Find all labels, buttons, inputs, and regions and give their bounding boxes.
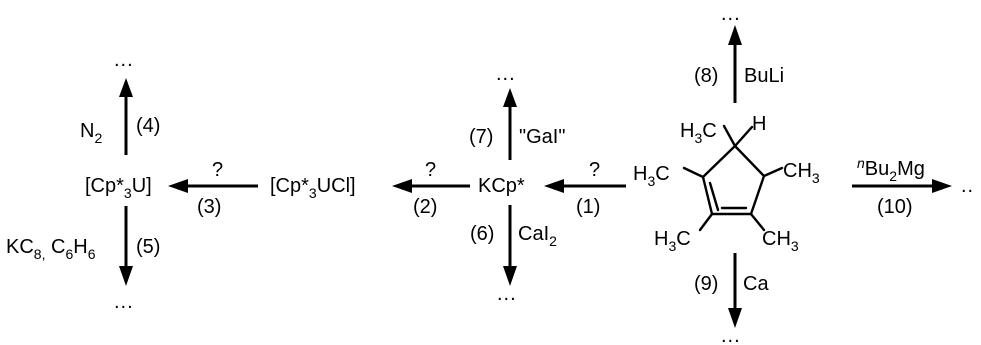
arrow-7 (503, 88, 517, 160)
ellipsis-bu2mg: .. (961, 175, 974, 197)
reagent-r8: BuLi (744, 65, 784, 87)
reagent-r5: KC8, C6H6 (6, 236, 96, 262)
arrow-8 (728, 25, 742, 103)
reagent-r3: ? (212, 159, 223, 181)
reagent-r6: CaI2 (518, 223, 557, 249)
label-r2: (2) (413, 196, 437, 218)
compound-cp3u: [Cp*3U] (85, 175, 152, 201)
label-r9: (9) (694, 273, 718, 295)
cpstar-right-methyl: CH3 (783, 160, 820, 186)
ellipsis-u-bottom: ... (114, 291, 134, 313)
arrow-3 (168, 179, 258, 193)
ellipsis-u-top: ... (114, 49, 134, 71)
reagent-r10: nBu2Mg (857, 155, 925, 184)
arrow-4 (119, 78, 133, 155)
cpstar-h-structure (682, 124, 784, 232)
cpstar-bottom-left-methyl: H3C (654, 228, 691, 254)
arrow-1 (544, 179, 626, 193)
cpstar-top-hydrogen: H (752, 113, 766, 135)
ellipsis-ca-bottom: ... (721, 325, 741, 345)
label-r5: (5) (136, 236, 160, 258)
label-r8: (8) (694, 65, 718, 87)
arrow-9 (728, 253, 742, 328)
label-r10: (10) (877, 196, 913, 218)
reagent-r4: N2 (80, 120, 102, 146)
arrow-6 (503, 205, 517, 286)
ellipsis-buli-top: ... (721, 3, 741, 25)
cpstar-left-methyl: H3C (633, 163, 670, 189)
compound-cp3ucl: [Cp*3UCl] (270, 175, 356, 201)
compound-kcp: KCp* (478, 175, 525, 197)
reagent-r2: ? (425, 159, 436, 181)
cpstar-top-left-methyl: H3C (680, 120, 717, 146)
reagent-r1: ? (589, 159, 600, 181)
label-r4: (4) (136, 115, 160, 137)
arrow-10 (852, 179, 952, 193)
label-r3: (3) (197, 196, 221, 218)
reagent-r7: "GaI" (519, 126, 565, 148)
reagent-r9: Ca (743, 273, 769, 295)
ellipsis-kcp-bottom: ... (497, 283, 517, 305)
label-r7: (7) (469, 126, 493, 148)
arrow-2 (392, 179, 470, 193)
arrow-5 (119, 206, 133, 286)
ellipsis-kcp-top: ... (496, 63, 516, 85)
label-r6: (6) (470, 223, 494, 245)
cpstar-bottom-right-methyl: CH3 (762, 228, 799, 254)
label-r1: (1) (576, 196, 600, 218)
